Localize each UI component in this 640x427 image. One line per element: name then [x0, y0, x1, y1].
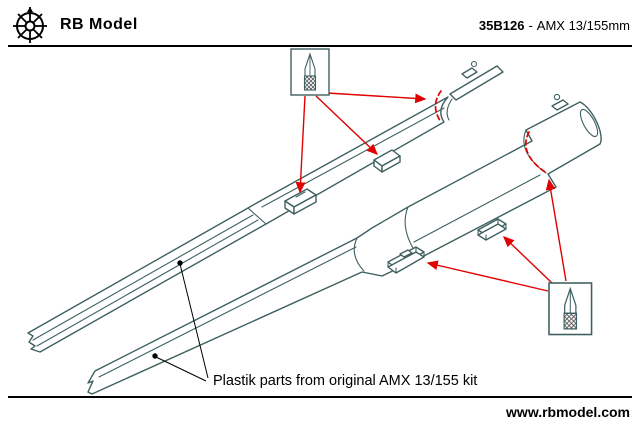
product-code: 35B126 [478, 17, 525, 33]
main-barrel-part [87, 93, 602, 395]
cut-arrows-bottom [426, 178, 567, 292]
barrel-bracket-b [477, 218, 507, 241]
cut-arrows-top [295, 92, 427, 194]
brand-name: RB Model [60, 16, 138, 33]
knife-icon [290, 48, 330, 96]
product-title: 35B126 - AMX 13/155mm [479, 18, 630, 33]
sleeve-clamp-b [373, 149, 401, 173]
product-name: AMX 13/155mm [536, 17, 630, 33]
part-dot-barrel [152, 353, 158, 359]
website-url: www.rbmodel.com [506, 404, 630, 420]
sleeve-end-strip [449, 60, 504, 101]
footer-divider [8, 396, 632, 398]
upper-sleeve-part [27, 60, 504, 353]
product-separator: - [528, 17, 533, 33]
collar-lug [551, 93, 569, 111]
header: RB Model 35B126 - AMX 13/155mm [8, 6, 630, 44]
cut-line-arc-sleeve [434, 90, 442, 123]
part-dot-sleeve [177, 260, 183, 266]
barrel-bracket-a [387, 246, 425, 274]
caption-leader-lines [152, 260, 209, 382]
knife-icon [548, 282, 593, 336]
brand: RB Model [8, 5, 138, 45]
ship-wheel-icon [13, 7, 47, 43]
diagram-caption: Plastik parts from original AMX 13/155 k… [213, 373, 477, 389]
footer: www.rbmodel.com [506, 404, 630, 420]
header-divider [8, 45, 632, 47]
cut-line-arc-barrel [525, 131, 546, 173]
